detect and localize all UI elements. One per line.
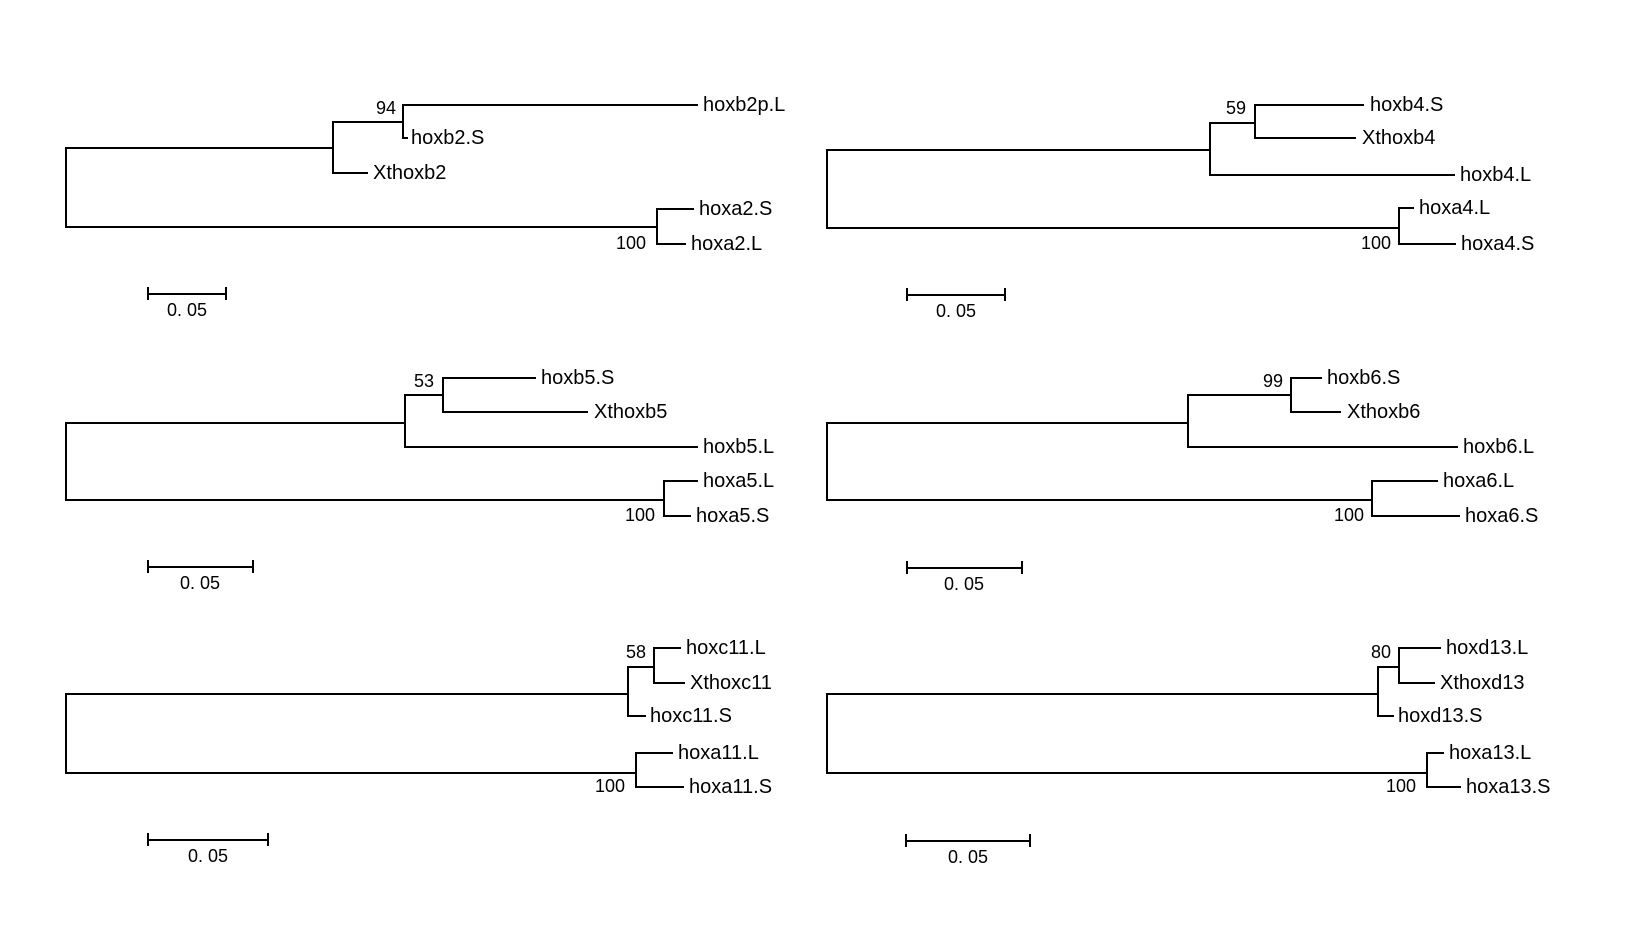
scale-bar: 0. 05 [906,288,1006,321]
taxon-label: hoxa13.L [1449,742,1531,764]
tree-hox5-group: hoxb5.S Xthoxb5 hoxb5.L hoxa5.L hoxa5.S 53 100… [65,367,774,593]
taxon-label: hoxb4.L [1460,164,1531,186]
scale-bar: 0. 05 [905,834,1031,867]
taxon-label: hoxa4.S [1461,233,1534,255]
taxon-label: hoxb5.S [541,367,614,389]
scale-bar: 0. 05 [906,561,1023,594]
taxon-label: Xthoxb6 [1347,401,1420,423]
taxon-label: hoxc11.S [650,705,732,727]
scale-bar-label: 0. 05 [936,301,976,321]
taxon-label: Xthoxc11 [690,672,772,694]
taxon-label: hoxb4.S [1370,94,1443,116]
taxon-label: hoxa2.S [699,198,772,220]
tree-hox2-group: hoxb2p.L hoxb2.S Xthoxb2 hoxa2.S hoxa2.L 94 10… [65,94,785,320]
taxon-label: hoxa5.L [703,470,774,492]
bootstrap-value: 100 [1386,776,1416,796]
taxon-label: hoxb2.S [411,127,484,149]
taxon-label: hoxb2p.L [703,94,785,116]
taxon-label: hoxb6.S [1327,367,1400,389]
taxon-label: hoxb5.L [703,436,774,458]
taxon-label: hoxa11.S [689,776,772,798]
taxon-label: hoxa6.L [1443,470,1514,492]
scale-bar-label: 0. 05 [188,846,228,866]
bootstrap-value: 59 [1226,98,1246,118]
bootstrap-value: 100 [1361,233,1391,253]
bootstrap-value: 100 [595,776,625,796]
bootstrap-value: 100 [625,505,655,525]
tree-hox13-group: hoxd13.L Xthoxd13 hoxd13.S hoxa13.L hoxa13.S… [826,637,1551,867]
taxon-label: hoxa5.S [696,505,769,527]
taxon-label: hoxd13.L [1446,637,1528,659]
scale-bar: 0. 05 [147,833,269,866]
taxon-label: hoxa2.L [691,233,762,255]
scale-bar: 0. 05 [147,560,254,593]
taxon-label: Xthoxb2 [373,162,446,184]
scale-bar: 0. 05 [147,287,227,320]
scale-bar-label: 0. 05 [948,847,988,867]
bootstrap-value: 94 [376,98,396,118]
tree-hox11-group: hoxc11.L Xthoxc11 hoxc11.S hoxa11.L hoxa11.S… [65,637,772,866]
tree-hox6-group: hoxb6.S Xthoxb6 hoxb6.L hoxa6.L hoxa6.S 99 100… [826,367,1538,594]
tree-hox4-group: hoxb4.S Xthoxb4 hoxb4.L hoxa4.L hoxa4.S 59 100… [826,94,1534,321]
taxon-label: hoxd13.S [1398,705,1483,727]
bootstrap-value: 58 [626,642,646,662]
bootstrap-value: 80 [1371,642,1391,662]
scale-bar-label: 0. 05 [180,573,220,593]
taxon-label: hoxb6.L [1463,436,1534,458]
bootstrap-value: 53 [414,371,434,391]
taxon-label: Xthoxd13 [1440,672,1525,694]
scale-bar-label: 0. 05 [167,300,207,320]
taxon-label: hoxa11.L [678,742,759,764]
taxon-label: hoxa6.S [1465,505,1538,527]
bootstrap-value: 100 [1334,505,1364,525]
taxon-label: hoxa4.L [1419,197,1490,219]
scale-bar-label: 0. 05 [944,574,984,594]
taxon-label: hoxc11.L [686,637,766,659]
taxon-label: hoxa13.S [1466,776,1551,798]
taxon-label: Xthoxb4 [1362,127,1435,149]
bootstrap-value: 99 [1263,371,1283,391]
bootstrap-value: 100 [616,233,646,253]
taxon-label: Xthoxb5 [594,401,667,423]
